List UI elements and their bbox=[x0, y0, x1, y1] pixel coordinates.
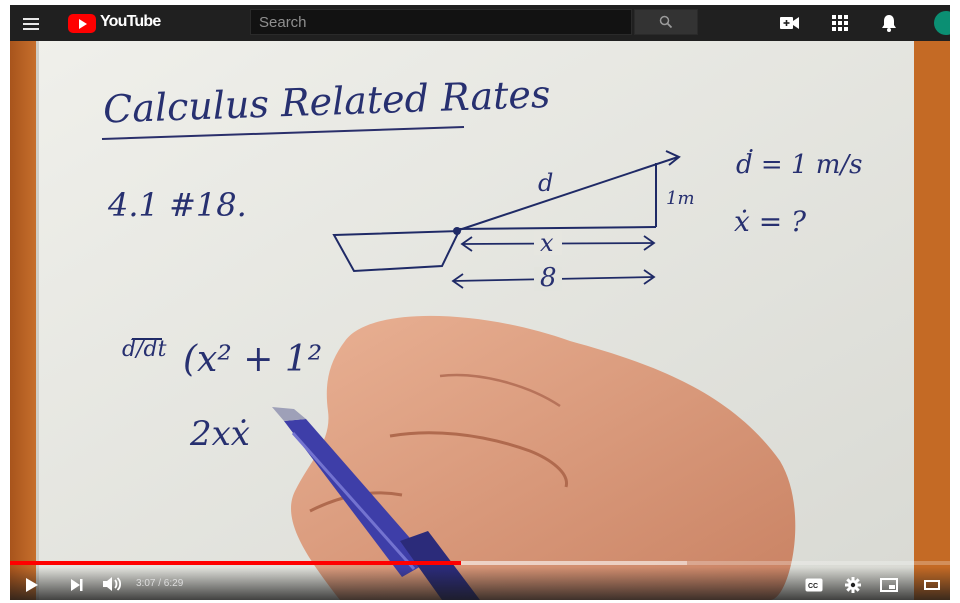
result-text: 2xẋ bbox=[189, 414, 250, 454]
logo-text: YouTube bbox=[100, 13, 161, 30]
volume-icon[interactable] bbox=[102, 576, 122, 592]
progress-bar[interactable] bbox=[10, 561, 950, 565]
avatar[interactable] bbox=[934, 11, 950, 35]
play-icon[interactable] bbox=[25, 577, 39, 593]
settings-gear-icon[interactable] bbox=[845, 577, 861, 593]
arrow-head bbox=[665, 150, 681, 166]
video-frame: Calculus Related Rates 4.1 #18. d 1m x 8… bbox=[10, 41, 950, 600]
search-button[interactable] bbox=[634, 9, 698, 35]
distance-line-d bbox=[455, 156, 679, 232]
boat-hull bbox=[332, 229, 461, 273]
captions-icon[interactable]: CC bbox=[805, 578, 823, 592]
next-icon[interactable] bbox=[70, 578, 84, 592]
search-input[interactable]: Search bbox=[250, 9, 632, 35]
create-video-icon[interactable] bbox=[780, 16, 800, 30]
pulley-point bbox=[453, 227, 461, 235]
label-d: d bbox=[538, 169, 553, 197]
youtube-play-logo-icon bbox=[68, 14, 96, 33]
player-controls bbox=[10, 567, 950, 600]
given-x-dot: ẋ = ? bbox=[734, 205, 807, 238]
miniplayer-icon[interactable] bbox=[880, 578, 898, 592]
menu-icon[interactable] bbox=[20, 12, 42, 34]
time-display: 3:07 / 6:29 bbox=[136, 578, 184, 589]
svg-text:CC: CC bbox=[808, 583, 818, 590]
ddt-operator: d/dt bbox=[122, 337, 167, 362]
notifications-bell-icon[interactable] bbox=[881, 14, 897, 32]
progress-played bbox=[10, 561, 462, 565]
youtube-window: YouTube Search bbox=[10, 5, 950, 600]
label-x: x bbox=[540, 229, 554, 257]
theater-mode-icon[interactable] bbox=[924, 580, 940, 590]
given-d-dot: ḋ = 1 m/s bbox=[736, 148, 863, 180]
label-8: 8 bbox=[540, 263, 557, 293]
problem-number-text: 4.1 #18. bbox=[107, 186, 247, 224]
top-bar: YouTube Search bbox=[10, 5, 950, 41]
apps-grid-icon[interactable] bbox=[832, 15, 848, 31]
writing-hand bbox=[291, 315, 796, 600]
horizontal-base-line bbox=[455, 226, 657, 230]
video-player[interactable]: Calculus Related Rates 4.1 #18. d 1m x 8… bbox=[10, 41, 950, 600]
search-icon bbox=[659, 15, 673, 29]
label-1m: 1m bbox=[666, 188, 695, 209]
